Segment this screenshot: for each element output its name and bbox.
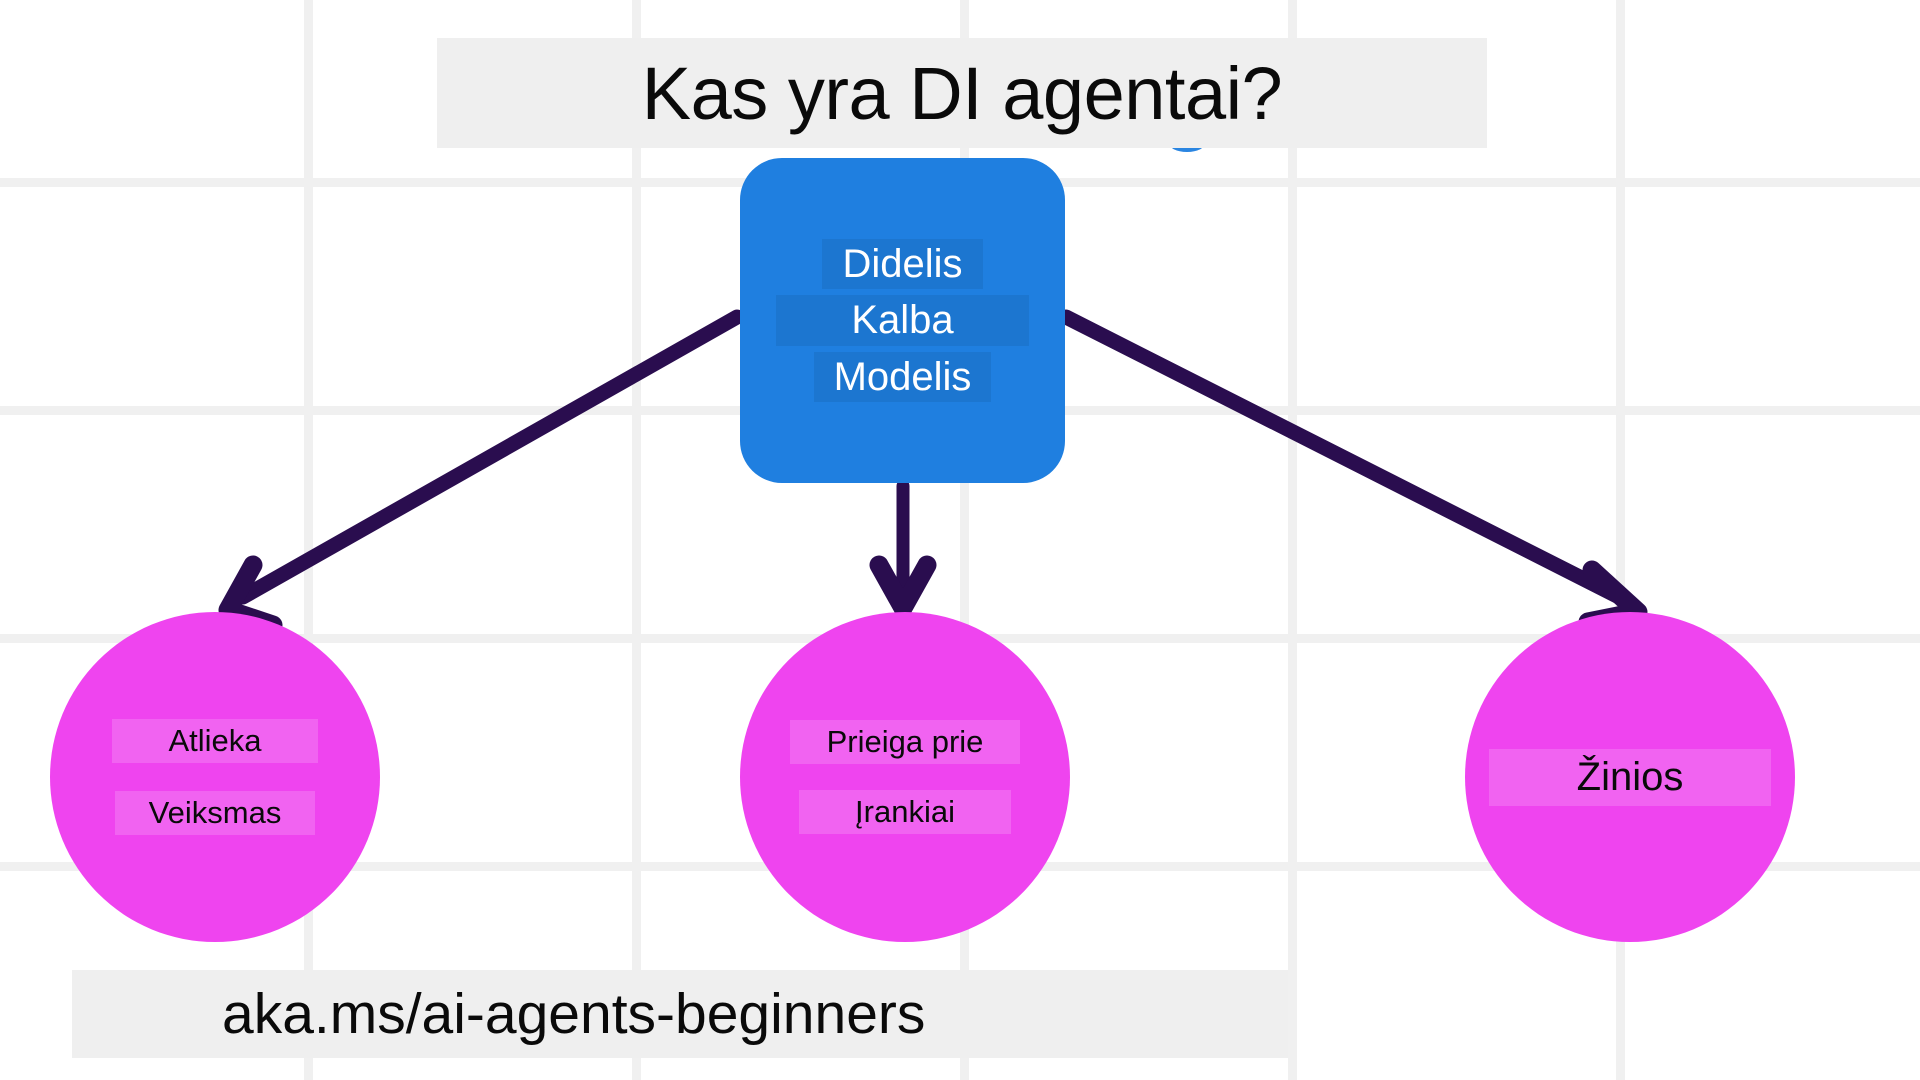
- node-llm-line-3: Modelis: [813, 351, 992, 403]
- connector-llm-to-tools: [869, 479, 937, 618]
- node-knowledge-line-1: Žinios: [1488, 748, 1772, 806]
- node-action-line-2: Veiksmas: [114, 791, 316, 835]
- node-llm-line-2: Kalba: [776, 295, 1029, 346]
- page-title: Kas yra DI agentai?: [437, 38, 1487, 148]
- node-action[interactable]: Atlieka Veiksmas: [50, 612, 380, 942]
- connector-llm-to-action: [218, 309, 745, 635]
- connector-llm-to-knowledge: [1058, 309, 1648, 632]
- footer-link-banner[interactable]: aka.ms/ai-agents-beginners: [72, 970, 1288, 1058]
- node-llm[interactable]: Didelis Kalba Modelis: [740, 158, 1065, 483]
- node-knowledge[interactable]: Žinios: [1465, 612, 1795, 942]
- node-tools-line-1: Prieiga prie: [789, 720, 1021, 764]
- stray-blue-arc: [1168, 132, 1206, 152]
- ghost-artifact-text: [1612, 300, 1638, 410]
- node-action-line-1: Atlieka: [112, 719, 318, 763]
- node-tools[interactable]: Prieiga prie Įrankiai: [740, 612, 1070, 942]
- node-llm-line-1: Didelis: [822, 238, 983, 290]
- page-title-text: Kas yra DI agentai?: [641, 51, 1283, 135]
- footer-link-text: aka.ms/ai-agents-beginners: [222, 982, 926, 1046]
- node-tools-line-2: Įrankiai: [799, 790, 1011, 834]
